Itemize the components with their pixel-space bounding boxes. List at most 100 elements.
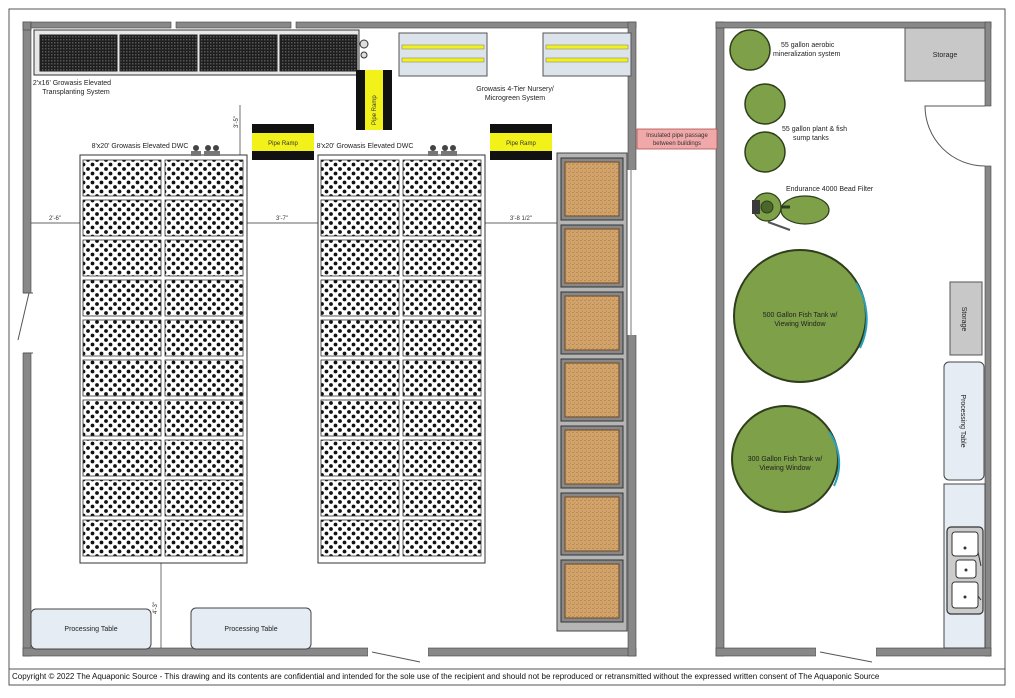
transplanting-label: 2'x16' Growasis Elevated: [33, 80, 111, 87]
mineralization-label-2: mineralization system: [773, 51, 840, 58]
raft-board: [164, 319, 244, 357]
right-bottom-door-gap: [816, 646, 876, 658]
processing-table-side-label: Processing Table: [959, 394, 966, 447]
pipe-passage-label: Insulated pipe passage: [646, 133, 708, 139]
raft-board: [164, 439, 244, 477]
right-bottom-door-leaf: [819, 651, 873, 663]
raft-board: [402, 359, 482, 397]
grow-bed: [564, 228, 620, 284]
raft-board: [82, 519, 162, 557]
raft-board: [320, 439, 400, 477]
dim-4-3: 4'-3": [153, 602, 159, 614]
left-door-opening: [21, 293, 33, 353]
dimension-lines: [31, 105, 558, 648]
raft-board: [402, 519, 482, 557]
pipe-ramp-1: [252, 124, 314, 160]
mineralization-tank: [729, 29, 771, 71]
raft-board: [320, 399, 400, 437]
right-wall-opening: [626, 170, 638, 335]
sump-tank-2: [744, 131, 786, 173]
sump-tank-1: [744, 83, 786, 125]
dwc-bed-left: [79, 145, 248, 564]
raft-board: [82, 359, 162, 397]
grow-bed: [564, 295, 620, 351]
fish-tank-300: [731, 405, 841, 513]
dim-3-5: 3'-5": [234, 116, 240, 128]
raft-board: [82, 399, 162, 437]
fish-tank-500-label-2: Viewing Window: [774, 321, 826, 328]
pipe-passage-label-2: between buildings: [653, 141, 701, 147]
processing-table-1: [30, 608, 152, 650]
raft-board: [164, 239, 244, 277]
raft-board: [82, 239, 162, 277]
processing-table-side: [943, 361, 985, 481]
storage-top-label: Storage: [933, 52, 958, 59]
raft-board: [164, 359, 244, 397]
nursery-label-2: Microgreen System: [485, 95, 545, 102]
raft-board: [402, 319, 482, 357]
raft-board: [320, 319, 400, 357]
transplanting-label-2: Transplanting System: [42, 89, 110, 96]
dwc-left-label: 8'x20' Growasis Elevated DWC: [92, 143, 189, 150]
pipe-passage-box: [636, 128, 718, 150]
raft-board: [82, 439, 162, 477]
raft-board: [164, 519, 244, 557]
dim-2-6: 2'-6": [49, 216, 61, 222]
fish-tank-500: [733, 249, 868, 383]
processing-table-2-label: Processing Table: [224, 626, 277, 633]
raft-board: [402, 199, 482, 237]
bead-filter-label: Endurance 4000 Bead Filter: [786, 186, 874, 193]
left-door-leaf: [17, 292, 30, 341]
dwc-bed-right: [317, 145, 486, 564]
raft-board: [164, 399, 244, 437]
mineralization-label: 55 gallon aerobic: [781, 42, 835, 49]
fish-tank-300-label-2: Viewing Window: [759, 465, 811, 472]
raft-board: [402, 399, 482, 437]
grow-bed: [564, 496, 620, 552]
raft-board: [164, 159, 244, 197]
raft-board: [402, 239, 482, 277]
raft-board: [320, 359, 400, 397]
processing-table-1-label: Processing Table: [64, 626, 117, 633]
pipe-ramp-vertical: [356, 70, 392, 130]
dwc-right-label: 8'x20' Growasis Elevated DWC: [317, 143, 414, 150]
raft-board: [320, 239, 400, 277]
nursery-label: Growasis 4-Tier Nursery/: [476, 86, 554, 93]
raft-board: [82, 159, 162, 197]
raft-board: [164, 279, 244, 317]
transplanting-system: [33, 29, 369, 76]
bead-filter: [752, 192, 830, 231]
grow-bed-column: [556, 152, 628, 632]
dim-3-8-half: 3'-8 1/2": [510, 216, 532, 222]
raft-board: [164, 479, 244, 517]
right-door-swing: [924, 105, 986, 167]
raft-board: [320, 199, 400, 237]
pipe-ramp-2: [490, 124, 552, 160]
nursery-rack-2: [542, 32, 632, 77]
grow-bed: [564, 429, 620, 485]
grow-bed: [564, 362, 620, 418]
nursery-rack-1: [398, 32, 488, 77]
dim-3-7: 3'-7": [276, 216, 288, 222]
pipe-ramp-1-label: Pipe Ramp: [268, 141, 298, 147]
raft-board: [82, 279, 162, 317]
storage-side: [949, 281, 983, 356]
right-building-walls: [715, 21, 992, 657]
raft-board: [82, 319, 162, 357]
storage-side-label: Storage: [960, 307, 967, 332]
processing-table-2: [190, 607, 312, 650]
grow-bed: [564, 161, 620, 217]
raft-board: [402, 159, 482, 197]
pipe-ramp-vertical-label: Pipe Ramp: [372, 95, 378, 125]
fish-tank-300-label: 300 Gallon Fish Tank w/: [748, 456, 823, 463]
raft-board: [320, 159, 400, 197]
raft-board: [402, 479, 482, 517]
raft-board: [320, 519, 400, 557]
grow-bed: [564, 563, 620, 619]
raft-board: [320, 279, 400, 317]
bottom-door-leaf: [371, 651, 421, 663]
sump-label-2: sump tanks: [793, 135, 829, 142]
storage-top: [904, 27, 986, 82]
pipe-ramp-2-label: Pipe Ramp: [506, 141, 536, 147]
fish-tank-500-label: 500 Gallon Fish Tank w/: [763, 312, 838, 319]
